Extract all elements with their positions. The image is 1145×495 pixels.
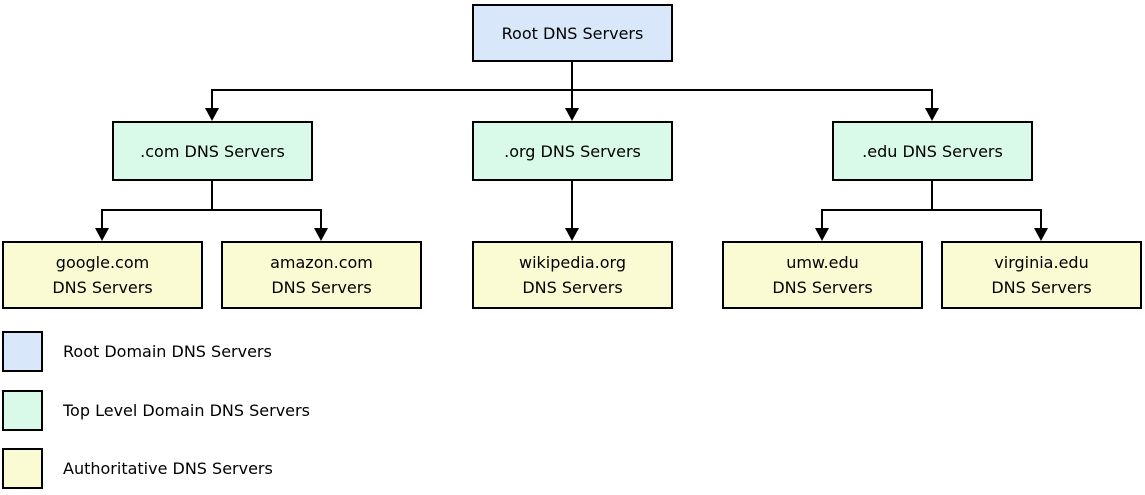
legend-label: Root Domain DNS Servers <box>63 341 272 361</box>
node-label: .org DNS Servers <box>504 141 641 161</box>
node-org-dns-servers: .org DNS Servers <box>472 121 673 181</box>
node-label: DNS Servers <box>271 278 372 297</box>
arrow-down-icon <box>205 108 219 121</box>
node-label: amazon.com <box>270 253 373 272</box>
node-root-dns-servers: Root DNS Servers <box>472 4 673 62</box>
connector-drop-edu <box>931 91 933 109</box>
arrow-down-icon <box>925 108 939 121</box>
node-google-com-dns-servers: google.com DNS Servers <box>2 241 203 309</box>
node-label: .edu DNS Servers <box>862 141 1003 161</box>
connector-com-stem <box>211 181 213 210</box>
arrow-down-icon <box>565 108 579 121</box>
connector-drop-virginia <box>1040 211 1042 228</box>
connector-drop-org <box>571 91 573 109</box>
node-label: umw.edu <box>786 253 859 272</box>
connector-edu-rail <box>821 209 1042 211</box>
legend-item-root-domain: Root Domain DNS Servers <box>2 330 272 372</box>
node-edu-dns-servers: .edu DNS Servers <box>832 121 1033 181</box>
node-umw-edu-dns-servers: umw.edu DNS Servers <box>722 241 923 309</box>
legend-label: Authoritative DNS Servers <box>63 458 273 478</box>
connector-drop-umw <box>821 211 823 228</box>
arrow-down-icon <box>1034 228 1048 241</box>
arrow-down-icon <box>95 228 109 241</box>
legend-item-authoritative: Authoritative DNS Servers <box>2 447 273 489</box>
connector-com-rail <box>101 209 322 211</box>
node-label: DNS Servers <box>772 278 873 297</box>
node-label: DNS Servers <box>52 278 153 297</box>
legend-item-top-level-domain: Top Level Domain DNS Servers <box>2 389 310 431</box>
arrow-down-icon <box>565 228 579 241</box>
connector-drop-com <box>211 91 213 109</box>
node-label: virginia.edu <box>994 253 1089 272</box>
legend-swatch-authoritative <box>2 447 43 489</box>
legend-swatch-top-level-domain <box>2 389 43 431</box>
node-label: wikipedia.org <box>519 253 626 272</box>
node-label: Root DNS Servers <box>501 23 644 43</box>
node-label: DNS Servers <box>522 278 623 297</box>
node-com-dns-servers: .com DNS Servers <box>112 121 313 181</box>
node-label: DNS Servers <box>991 278 1092 297</box>
arrow-down-icon <box>815 228 829 241</box>
connector-edu-stem <box>931 181 933 210</box>
node-label: .com DNS Servers <box>140 141 285 161</box>
node-amazon-com-dns-servers: amazon.com DNS Servers <box>221 241 422 309</box>
node-label: google.com <box>55 253 150 272</box>
connector-root-stem <box>571 62 573 90</box>
connector-org-stem <box>571 181 573 228</box>
node-virginia-edu-dns-servers: virginia.edu DNS Servers <box>941 241 1142 309</box>
node-wikipedia-org-dns-servers: wikipedia.org DNS Servers <box>472 241 673 309</box>
legend-swatch-root-domain <box>2 330 43 372</box>
arrow-down-icon <box>314 228 328 241</box>
legend-label: Top Level Domain DNS Servers <box>63 400 310 420</box>
connector-drop-amazon <box>320 211 322 228</box>
connector-root-rail <box>211 89 933 91</box>
connector-drop-google <box>101 211 103 228</box>
